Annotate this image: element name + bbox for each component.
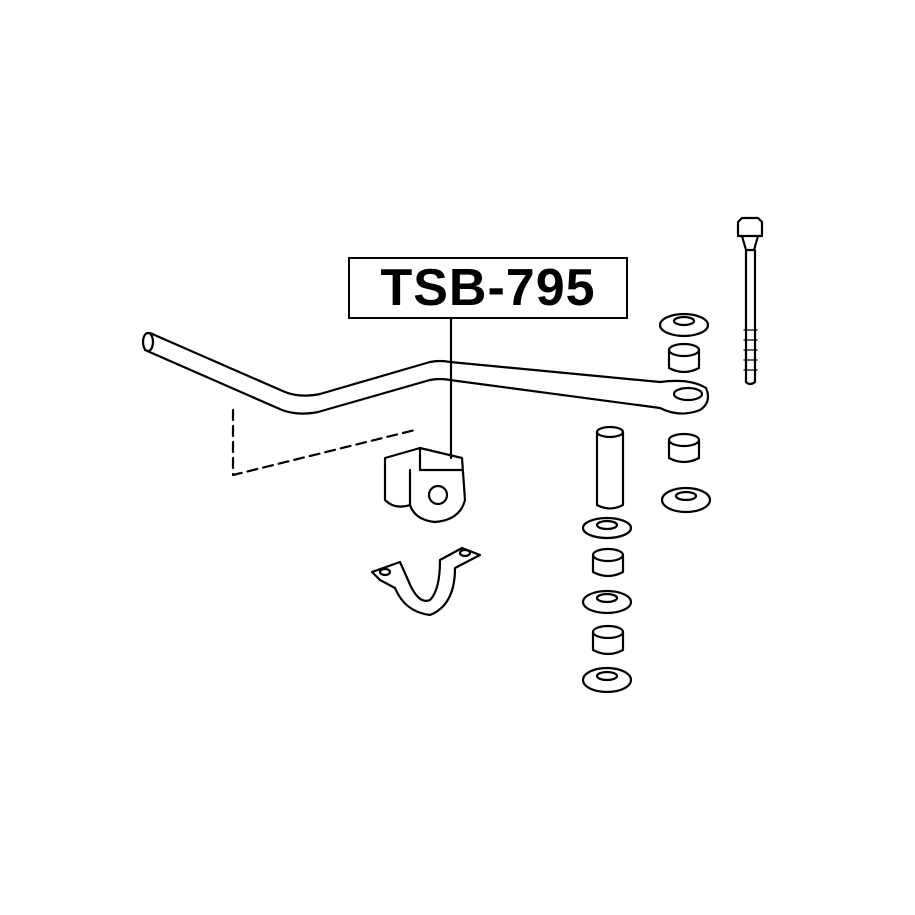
- mounting-outline-dashed: [231, 408, 417, 477]
- part-number-label: TSB-795: [348, 257, 628, 319]
- bushing-bracket: [370, 546, 482, 617]
- link-column-right: [658, 312, 712, 514]
- link-column-left: [581, 425, 633, 694]
- link-bolt: [736, 216, 764, 386]
- stabilizer-bushing: [383, 446, 467, 524]
- stabilizer-bar: [141, 331, 710, 415]
